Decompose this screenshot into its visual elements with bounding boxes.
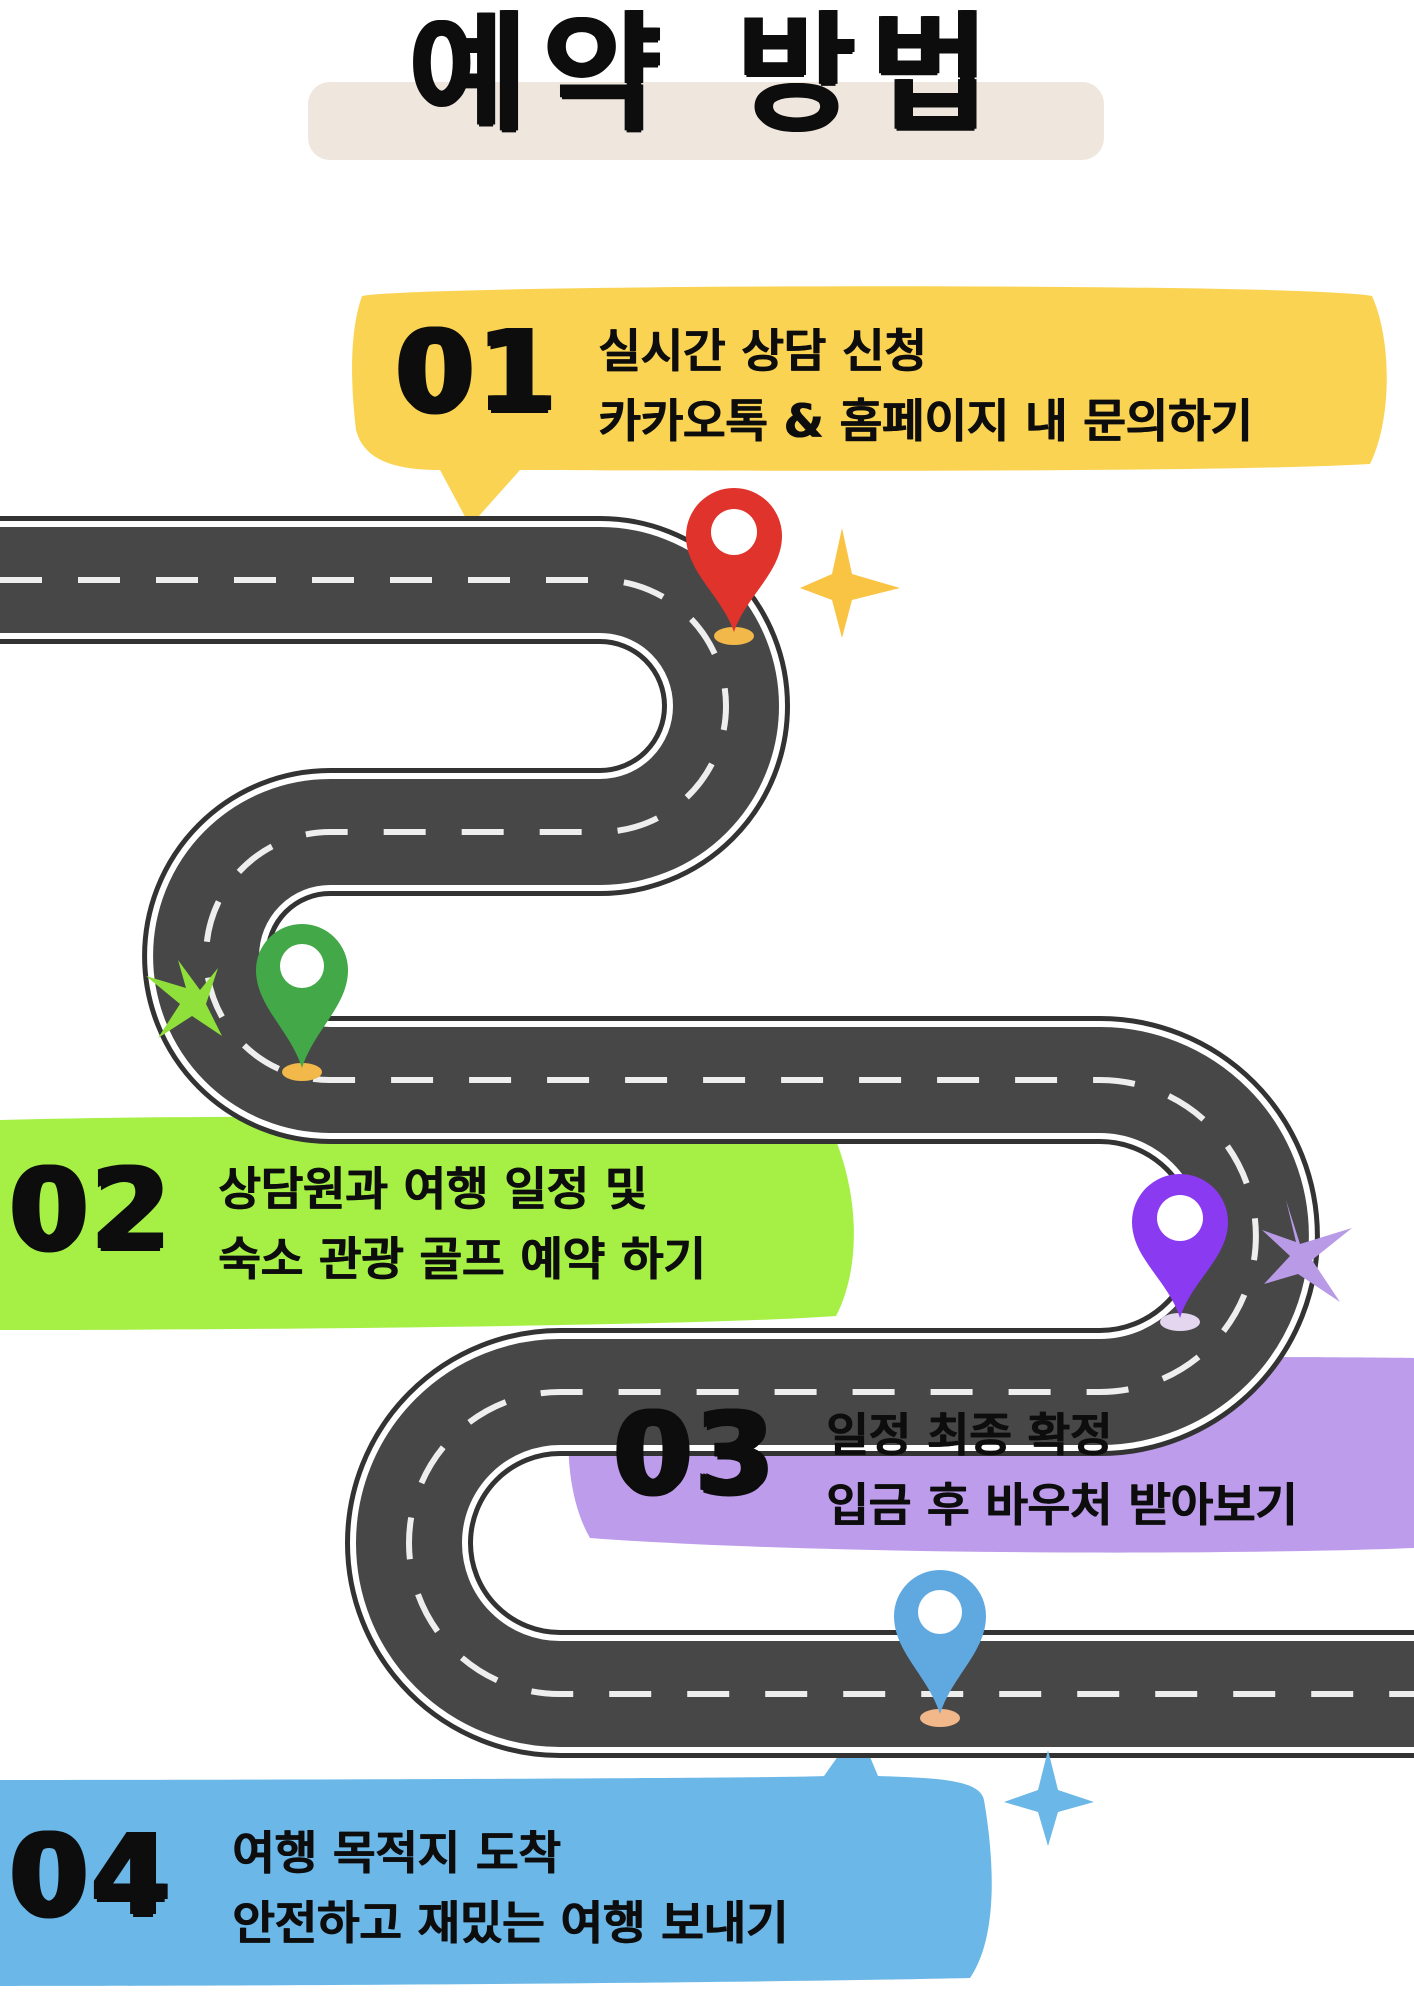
road	[0, 516, 1414, 1758]
sparkle-yellow-icon	[800, 528, 900, 638]
step-01-text: 실시간 상담 신청 카카오톡 & 홈페이지 내 문의하기	[598, 316, 1252, 456]
pin-blue-icon	[894, 1570, 986, 1727]
step-04-line2: 안전하고 재밌는 여행 보내기	[232, 1896, 788, 1950]
step-03-line2: 입금 후 바우처 받아보기	[826, 1478, 1298, 1532]
step-02-text: 상담원과 여행 일정 및 숙소 관광 골프 예약 하기	[218, 1154, 705, 1294]
step-01-line1: 실시간 상담 신청	[598, 324, 927, 378]
sparkle-green-icon	[146, 960, 222, 1038]
pin-green-icon	[256, 924, 348, 1081]
sparkle-purple-icon	[1262, 1200, 1352, 1302]
pin-red-icon	[686, 488, 782, 645]
step-04-line1: 여행 목적지 도착	[232, 1826, 561, 1880]
page-title: 예약 방법	[409, 0, 1005, 149]
step-03-number: 03	[614, 1389, 778, 1519]
step-04-number: 04	[10, 1811, 174, 1941]
step-02-bubble	[0, 1116, 854, 1330]
step-01-bubble	[352, 286, 1387, 526]
step-01-number: 01	[396, 307, 560, 437]
title-background	[308, 82, 1104, 160]
step-04-text: 여행 목적지 도착 안전하고 재밌는 여행 보내기	[232, 1818, 788, 1958]
step-01-line2: 카카오톡 & 홈페이지 내 문의하기	[598, 394, 1253, 448]
pin-purple-icon	[1132, 1174, 1228, 1331]
step-03-text: 일정 최종 확정 입금 후 바우처 받아보기	[826, 1400, 1297, 1540]
sparkle-blue-icon	[1004, 1750, 1094, 1846]
step-02-number: 02	[10, 1145, 174, 1275]
step-03-line1: 일정 최종 확정	[826, 1408, 1112, 1462]
step-02-line1: 상담원과 여행 일정 및	[218, 1162, 647, 1216]
step-04-bubble	[0, 1728, 992, 1986]
step-02-line2: 숙소 관광 골프 예약 하기	[218, 1232, 706, 1286]
